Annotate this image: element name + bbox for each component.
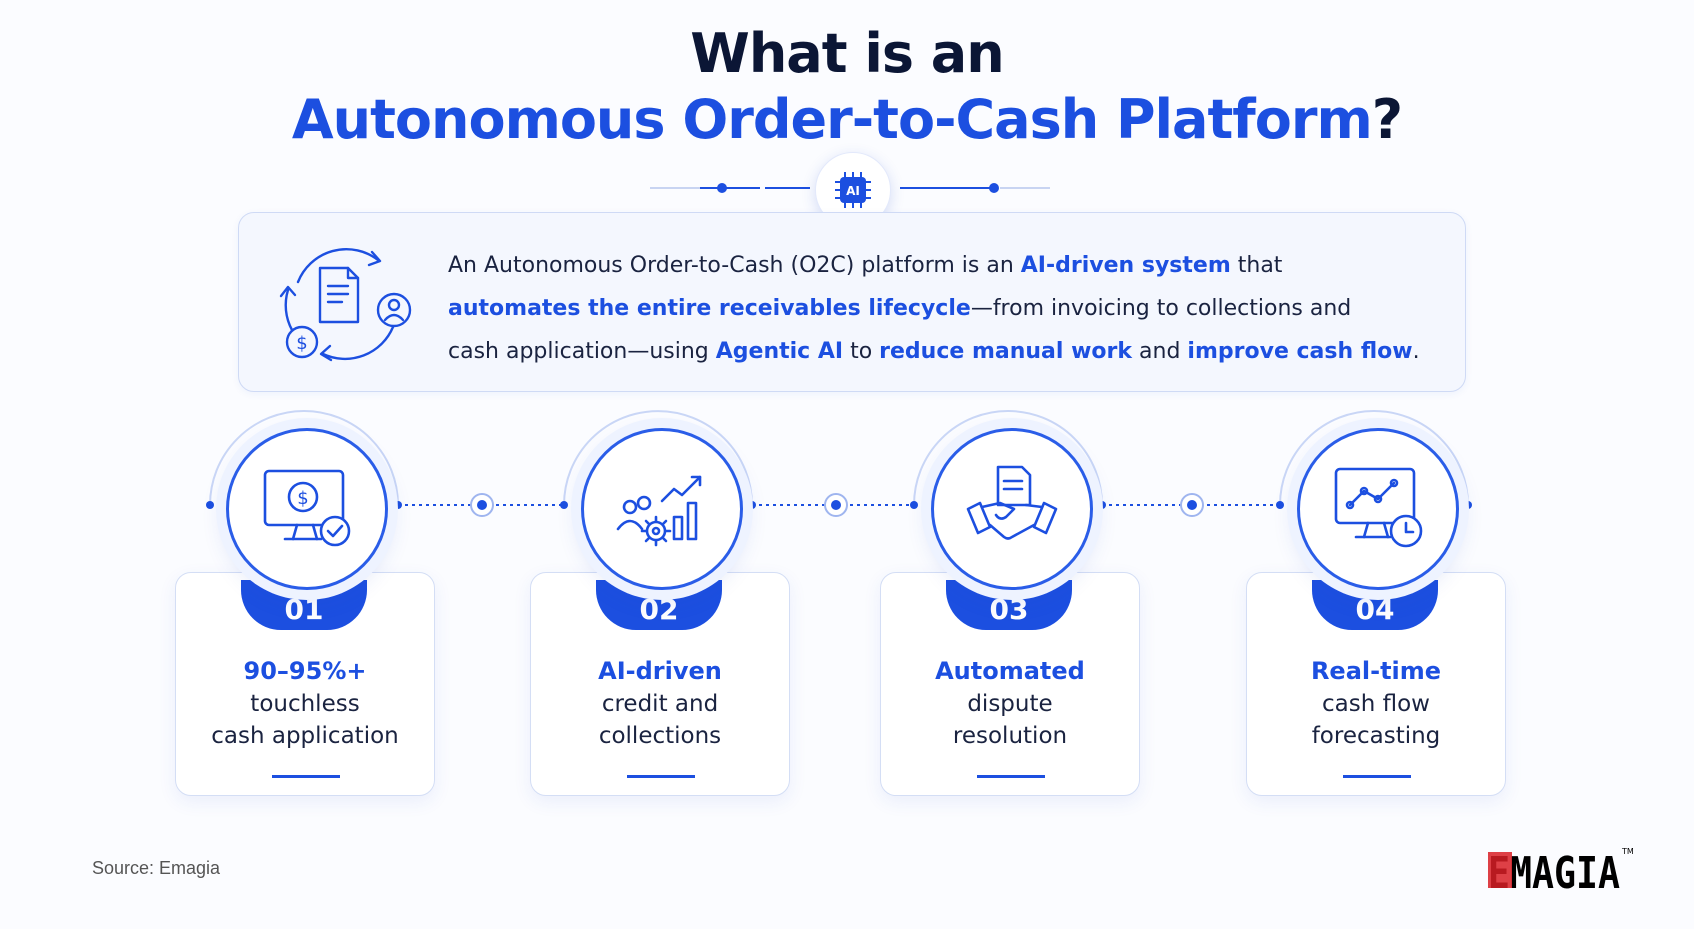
title-question-mark: ?	[1371, 88, 1403, 151]
feature-highlight: Automated	[935, 657, 1085, 685]
feature-line-2: cash application	[211, 723, 399, 749]
feature-line-1: touchless	[250, 691, 360, 717]
feature-line-2: resolution	[952, 723, 1068, 749]
feature-highlight: 90–95%+	[243, 657, 367, 685]
ai-chip-icon: AI	[835, 172, 871, 208]
definition-text-part: that	[1230, 253, 1283, 278]
feature-line-1: dispute	[967, 691, 1053, 717]
monitor-dollar-check-icon: $	[263, 469, 351, 547]
logo-red-mark	[1488, 852, 1512, 888]
feature-underline	[272, 775, 340, 778]
definition-text-part: cash application—using	[448, 339, 716, 364]
title-divider	[650, 183, 1050, 193]
emagia-logo: EMAGIA TM	[1488, 847, 1634, 898]
definition-text-part: .	[1412, 339, 1420, 364]
feature-icon-circle-04	[1297, 428, 1459, 590]
definition-text-part: —from invoicing to collections and	[970, 296, 1352, 321]
definition-highlight: reduce manual work	[879, 339, 1133, 364]
feature-line-2: collections	[598, 723, 722, 749]
ai-chip-label: AI	[846, 184, 860, 198]
definition-text-part: to	[843, 339, 880, 364]
title-line-2-text: Autonomous Order-to-Cash Platform	[291, 88, 1373, 151]
feature-highlight: AI-driven	[598, 657, 722, 685]
feature-number-02: 02	[596, 580, 722, 630]
feature-underline	[977, 775, 1045, 778]
feature-line-2: forecasting	[1311, 723, 1441, 749]
feature-icon-circle-01: $	[226, 428, 388, 590]
source-caption: Source: Emagia	[92, 858, 221, 878]
definition-highlight: AI-driven system	[1020, 253, 1231, 278]
feature-line-1: credit and	[601, 691, 719, 717]
feature-highlight: Real-time	[1310, 657, 1442, 685]
feature-underline	[627, 775, 695, 778]
title-line-1: What is an	[690, 22, 1004, 85]
title-line-2: Autonomous Order-to-Cash Platform?	[0, 88, 1694, 151]
feature-icon-circle-03	[931, 428, 1093, 590]
cycle-dollar-glyph: $	[296, 333, 307, 354]
definition-text-part: and	[1132, 339, 1188, 364]
handshake-document-icon	[966, 465, 1058, 540]
definition-text-part: An Autonomous Order-to-Cash (O2C) platfo…	[448, 253, 1021, 278]
logo-trademark: TM	[1621, 847, 1634, 856]
monitor-chart-clock-icon	[1334, 467, 1423, 548]
definition-card	[238, 212, 1466, 392]
definition-text: An Autonomous Order-to-Cash (O2C) platfo…	[448, 244, 1448, 373]
document-cycle-icon: $	[279, 248, 412, 362]
feature-icon-circle-02	[581, 428, 743, 590]
monitor-dollar-glyph: $	[297, 488, 308, 509]
definition-highlight: improve cash flow	[1187, 339, 1413, 364]
definition-highlight: automates the entire receivables lifecyc…	[448, 296, 971, 321]
feature-underline	[1343, 775, 1411, 778]
definition-highlight: Agentic AI	[715, 339, 844, 364]
people-gear-chart-icon	[616, 475, 702, 547]
feature-line-1: cash flow	[1322, 691, 1430, 717]
feature-card-02: AI-driven credit and collections	[530, 572, 790, 796]
